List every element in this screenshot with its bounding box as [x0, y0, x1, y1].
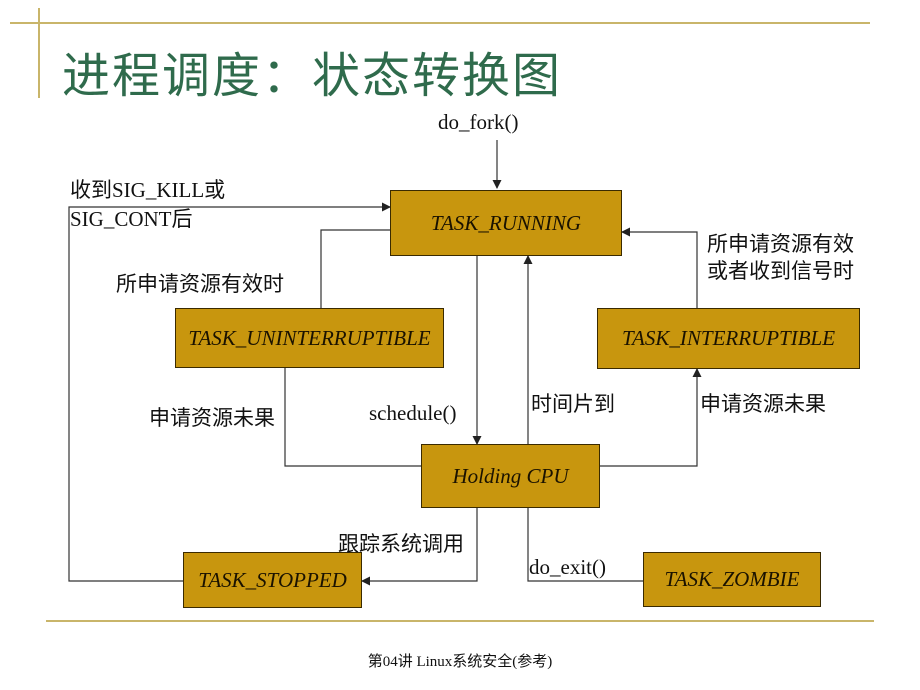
label-time-slice: 时间片到	[531, 392, 615, 416]
state-task-stopped: TASK_STOPPED	[183, 552, 362, 608]
edge-exit	[527, 508, 643, 582]
state-task-interruptible: TASK_INTERRUPTIBLE	[597, 308, 860, 369]
slide-title: 进程调度：状态转换图	[62, 48, 563, 104]
label-request-fail-right: 申请资源未果	[700, 392, 826, 416]
state-task-uninterruptible: TASK_UNINTERRUPTIBLE	[175, 308, 444, 368]
left-rule	[38, 8, 40, 98]
label-signal-line2: SIG_CONT后	[70, 207, 193, 231]
slide-footer: 第04讲 Linux系统安全(参考)	[367, 654, 553, 670]
label-request-fail-left: 申请资源未果	[149, 406, 275, 430]
label-resource-valid-right-1: 所申请资源有效	[707, 232, 854, 256]
edge-to-int	[600, 368, 702, 467]
state-task-running: TASK_RUNNING	[390, 190, 622, 256]
label-do-fork: do_fork()	[438, 110, 519, 134]
label-resource-valid-right-2: 或者收到信号时	[707, 259, 854, 283]
state-holding-cpu: Holding CPU	[421, 444, 600, 508]
label-signal-line1: 收到SIG_KILL或	[70, 178, 226, 202]
bottom-rule	[46, 620, 874, 622]
label-schedule: schedule()	[369, 401, 457, 425]
label-trace: 跟踪系统调用	[338, 532, 464, 556]
state-task-zombie: TASK_ZOMBIE	[643, 552, 821, 607]
edge-unint-to-running	[320, 229, 390, 308]
label-resource-valid-left: 所申请资源有效时	[116, 272, 284, 296]
edge-signal	[68, 202, 391, 582]
edge-int-to-running	[621, 227, 698, 308]
edge-to-unint	[284, 368, 421, 467]
top-rule	[10, 22, 870, 24]
edge-trace	[361, 508, 478, 586]
label-do-exit: do_exit()	[529, 555, 606, 579]
